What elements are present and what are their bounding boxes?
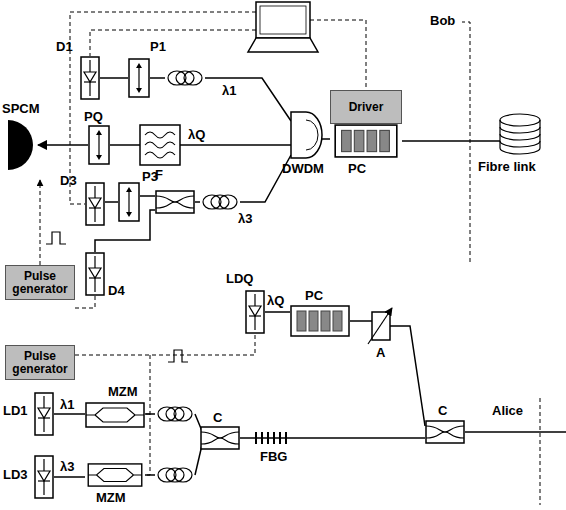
component-label: P3: [142, 170, 158, 184]
component-label: λ3: [238, 212, 252, 226]
component-label: PC: [305, 289, 323, 303]
component-label: C: [213, 411, 222, 425]
component-label: LDQ: [226, 272, 253, 286]
component-label: MZM: [108, 385, 138, 399]
component-label: Alice: [492, 404, 523, 418]
component-label: PQ: [84, 110, 103, 124]
component-label: λQ: [267, 294, 284, 308]
component-label: LD1: [3, 404, 28, 418]
component-label: λ3: [60, 460, 74, 474]
component-label: PC: [348, 162, 366, 176]
component-label: SPCM: [2, 102, 40, 116]
component-label: λ1: [222, 84, 236, 98]
component-label: LD3: [3, 468, 28, 482]
component-label: D1: [56, 40, 73, 54]
component-label: D3: [60, 174, 77, 188]
component-label: MZM: [96, 491, 126, 505]
component-label: P1: [150, 40, 166, 54]
component-label: Fibre link: [478, 160, 536, 174]
component-label: A: [376, 346, 385, 360]
component-label: Bob: [430, 14, 455, 28]
component-label: λ1: [60, 398, 74, 412]
component-label: FBG: [260, 450, 287, 464]
equipment-box: Pulse generator: [5, 345, 75, 380]
component-label: D4: [108, 284, 125, 298]
box-text: Driver: [349, 101, 384, 114]
component-label: DWDM: [282, 162, 324, 176]
equipment-box: Driver: [330, 90, 402, 124]
component-label: λQ: [188, 128, 205, 142]
component-label: C: [438, 404, 447, 418]
box-text: Pulse generator: [10, 350, 70, 376]
box-text: Pulse generator: [10, 270, 70, 296]
equipment-box: Pulse generator: [5, 265, 75, 300]
